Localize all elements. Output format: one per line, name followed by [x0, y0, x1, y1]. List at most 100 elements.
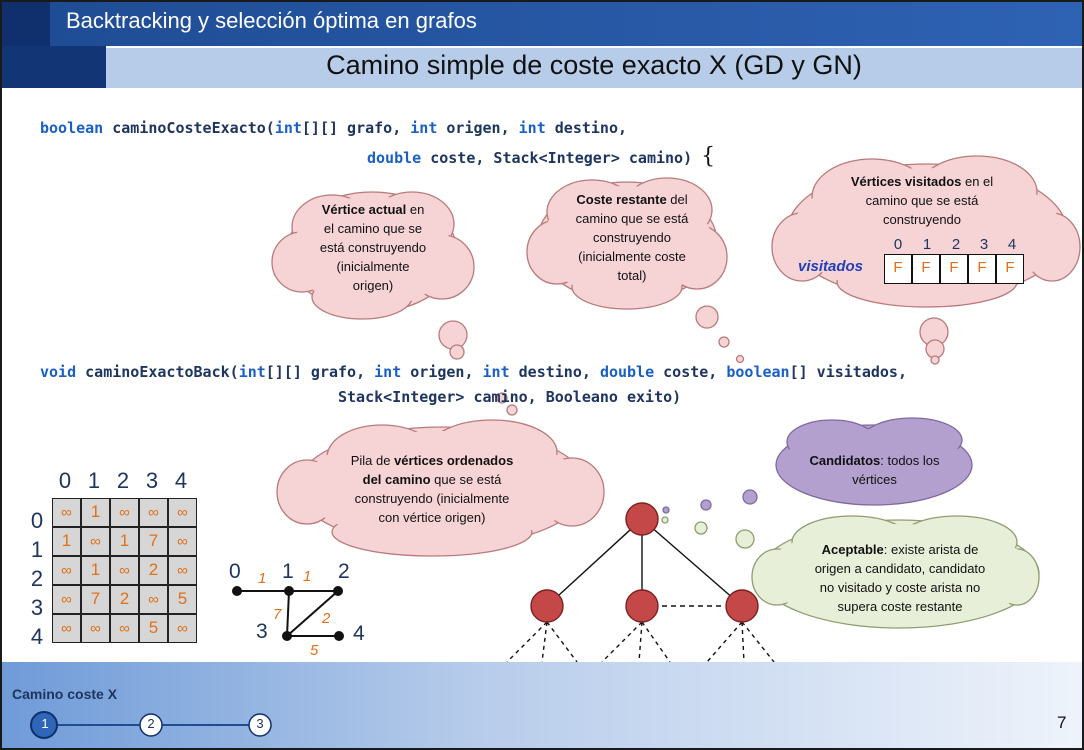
matrix-col-header: 4: [174, 468, 188, 493]
visitados-cell: F: [912, 254, 940, 284]
graph-node-label: 1: [282, 560, 294, 583]
matrix-cell: ∞: [139, 498, 168, 527]
matrix-row-header: 4: [30, 624, 44, 649]
graph-node-label: 4: [353, 622, 365, 645]
callout-vertice-actual-cloud: [271, 191, 518, 416]
callout-coste-restante-cloud: [526, 177, 745, 364]
step-3-circle: [248, 713, 272, 737]
visitados-cell: F: [940, 254, 968, 284]
matrix-cell: 1: [110, 527, 139, 556]
subheader-bar: [106, 48, 1082, 88]
matrix-cell: ∞: [52, 498, 81, 527]
matrix-cell: 7: [139, 527, 168, 556]
code-line-4: Stack<Integer> camino, Booleano exito): [338, 388, 682, 406]
visitados-cell: F: [996, 254, 1024, 284]
tree-root-node: [625, 502, 659, 536]
graph-edge-weight: 1: [303, 568, 312, 585]
footer-step-1[interactable]: 1: [41, 716, 49, 731]
visitados-cell: F: [884, 254, 912, 284]
matrix-cell: 2: [139, 556, 168, 585]
code-line-3: void caminoExactoBack(int[][] grafo, int…: [40, 363, 907, 381]
footer-section-label: Camino coste X: [12, 686, 118, 702]
matrix-cell: ∞: [168, 556, 197, 585]
matrix-col-header: 0: [58, 468, 72, 493]
callout-pila: Pila de vértices ordenados del camino qu…: [350, 453, 514, 525]
matrix-cell: 5: [168, 585, 197, 614]
visitados-index: 1: [922, 236, 932, 253]
matrix-row-header: 2: [30, 566, 44, 591]
footer-step-3[interactable]: 3: [256, 716, 264, 731]
matrix-cell: ∞: [110, 614, 139, 643]
matrix-cell: ∞: [168, 498, 197, 527]
matrix-row-header: 3: [30, 595, 44, 620]
matrix-cell: 7: [81, 585, 110, 614]
matrix-cell: 1: [52, 527, 81, 556]
callout-aceptable-cloud: [661, 515, 1040, 629]
graph-edge-2-3: [286, 590, 339, 637]
code-line-1: boolean caminoCosteExacto(int[][] grafo,…: [40, 119, 628, 137]
page-number: 7: [1057, 713, 1067, 732]
visitados-index: 2: [951, 236, 961, 253]
visitados-index: 3: [979, 236, 989, 253]
callout-candidatos-cloud: [662, 417, 973, 514]
search-tree: [506, 518, 775, 663]
graph-node-label: 3: [256, 620, 268, 643]
header-bar: [50, 2, 1082, 46]
callout-candidatos: Candidatos: todos los vértices: [809, 453, 940, 487]
matrix-cell: ∞: [110, 498, 139, 527]
tree-child-node-3: [725, 589, 759, 623]
callout-aceptable: Aceptable: existe arista de origen a can…: [814, 542, 986, 614]
matrix-cell: ∞: [52, 614, 81, 643]
code-line-2: double coste, Stack<Integer> camino) {: [367, 144, 716, 169]
tree-child-node-1: [530, 589, 564, 623]
graph-edge-weight: 2: [322, 610, 331, 627]
matrix-row-header: 0: [30, 508, 44, 533]
matrix-row-header: 1: [30, 537, 44, 562]
matrix-cell: ∞: [52, 556, 81, 585]
visitados-label: visitados: [798, 258, 864, 275]
callout-pila-cloud: [276, 419, 605, 557]
graph-node-label: 0: [229, 560, 241, 583]
matrix-cell: ∞: [81, 614, 110, 643]
header-dark-block: [2, 2, 50, 48]
callout-vertices-visitados: Vértices visitados en el camino que se e…: [850, 174, 994, 227]
matrix-col-header: 2: [116, 468, 130, 493]
visitados-index: 4: [1007, 236, 1017, 253]
footer-step-nav: [30, 711, 272, 739]
matrix-col-header: 1: [87, 468, 101, 493]
step-1-circle: [30, 711, 58, 739]
graph-node-0: [232, 586, 242, 596]
matrix-cell: ∞: [168, 527, 197, 556]
tree-child-node-2: [625, 589, 659, 623]
graph-node-1: [284, 586, 294, 596]
matrix-col-header: 3: [145, 468, 159, 493]
graph-node-3: [282, 631, 292, 641]
slide-title: Camino simple de coste exacto X (GD y GN…: [326, 50, 862, 80]
graph-node-4: [334, 631, 344, 641]
matrix-cell: 2: [110, 585, 139, 614]
step-2-circle: [139, 713, 163, 737]
visitados-cell: F: [968, 254, 996, 284]
matrix-cell: ∞: [81, 527, 110, 556]
matrix-cell: ∞: [52, 585, 81, 614]
slide-section-title: Backtracking y selección óptima en grafo…: [66, 8, 477, 33]
graph-node-2: [333, 586, 343, 596]
footer-step-2[interactable]: 2: [147, 716, 155, 731]
graph-edge-weight: 5: [310, 642, 319, 659]
header-dark-block-2: [2, 46, 106, 88]
matrix-cell: ∞: [110, 556, 139, 585]
callout-coste-restante: Coste restante del camino que se está co…: [575, 192, 689, 283]
matrix-cell: 1: [81, 556, 110, 585]
matrix-cell: 1: [81, 498, 110, 527]
graph-edge-weight: 1: [258, 570, 267, 587]
callout-vertice-actual: Vértice actual en el camino que se está …: [319, 202, 427, 293]
graph-edge-1-3: [286, 590, 290, 637]
matrix-cell: ∞: [139, 585, 168, 614]
matrix-cell: ∞: [168, 614, 197, 643]
matrix-cell: 5: [139, 614, 168, 643]
footer-bar: [2, 662, 1082, 748]
graph-node-label: 2: [338, 560, 350, 583]
visitados-index: 0: [893, 236, 903, 253]
graph-edge-weight: 7: [273, 606, 282, 623]
